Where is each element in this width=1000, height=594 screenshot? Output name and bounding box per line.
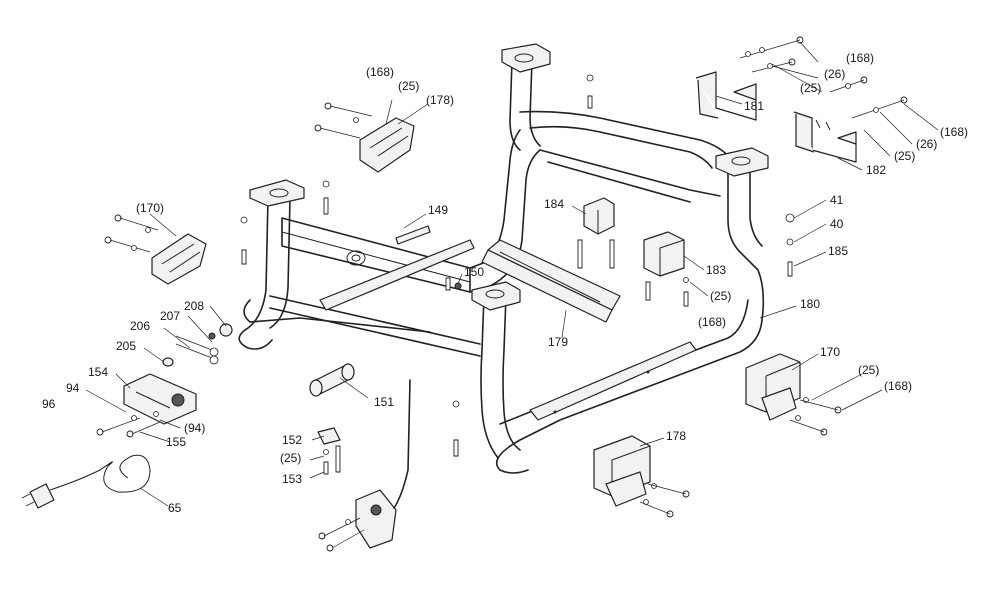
- label-26-182: (26): [916, 137, 937, 151]
- label-153: 153: [282, 472, 302, 486]
- label-40: 40: [830, 217, 844, 231]
- label-182: 182: [866, 163, 886, 177]
- label-26-181: (26): [824, 67, 845, 81]
- part-178-foot: [593, 435, 651, 507]
- part-205-cap: [162, 357, 174, 367]
- label-205: 205: [116, 339, 136, 353]
- frame-top-bracket-front: [471, 281, 521, 311]
- label-170-right: 170: [820, 345, 840, 359]
- label-168-181: (168): [846, 51, 874, 65]
- fasteners: [96, 36, 908, 552]
- label-94: 94: [66, 381, 80, 395]
- label-41: 41: [830, 193, 844, 207]
- label-179: 179: [548, 335, 568, 349]
- label-207: 207: [160, 309, 180, 323]
- part-154-wheel-bracket: [123, 373, 197, 425]
- frame-top-bracket-rear: [501, 43, 551, 73]
- label-206: 206: [130, 319, 150, 333]
- label-155: 155: [166, 435, 186, 449]
- label-178-top: (178): [426, 93, 454, 107]
- label-25-183: (25): [710, 289, 731, 303]
- part-184-bracket: [583, 197, 615, 235]
- label-65: 65: [168, 501, 182, 515]
- part-182-bracket: [793, 111, 857, 163]
- part-152-clip: [317, 427, 341, 445]
- bottom-handle-bracket: [355, 379, 411, 549]
- label-94-paren: (94): [184, 421, 205, 435]
- label-151: 151: [374, 395, 394, 409]
- part-170-upper-foot: [151, 233, 207, 285]
- label-25-182: (25): [894, 149, 915, 163]
- part-178-upper-foot: [359, 117, 415, 173]
- tube-frame: [238, 55, 765, 474]
- label-180: 180: [800, 297, 820, 311]
- label-168-182: (168): [940, 125, 968, 139]
- label-25-top-left: (25): [398, 79, 419, 93]
- label-25-181: (25): [800, 81, 821, 95]
- label-185: 185: [828, 244, 848, 258]
- part-208-nut: [208, 323, 233, 340]
- center-rail-channel: [319, 239, 475, 311]
- part-151-handle: [309, 363, 355, 397]
- label-152: 152: [282, 433, 302, 447]
- label-96: 96: [42, 397, 56, 411]
- frame-top-bracket-left: [249, 179, 305, 207]
- label-168-top-left: (168): [366, 65, 394, 79]
- part-170-foot: [745, 353, 801, 421]
- part-labels: (168) (25) (178) (170) 149 150 184 (168)…: [42, 51, 968, 515]
- label-170-left: (170): [136, 201, 164, 215]
- part-179-channel: [481, 239, 621, 323]
- label-25-152: (25): [280, 451, 301, 465]
- frame-top-bracket-right: [715, 147, 769, 177]
- part-183-block: [643, 231, 685, 277]
- label-25-170: (25): [858, 363, 879, 377]
- label-178-bottom: 178: [666, 429, 686, 443]
- label-149: 149: [428, 203, 448, 217]
- part-65-power-cord: [21, 454, 151, 509]
- part-206-207-wrenches: [175, 335, 219, 365]
- label-181: 181: [744, 99, 764, 113]
- leader-lines: [85, 41, 939, 507]
- label-150: 150: [464, 265, 484, 279]
- label-184: 184: [544, 197, 564, 211]
- label-183: 183: [706, 263, 726, 277]
- label-168-183: (168): [698, 315, 726, 329]
- label-154: 154: [88, 365, 108, 379]
- part-181-bracket: [695, 71, 757, 121]
- label-208: 208: [184, 299, 204, 313]
- label-168-170: (168): [884, 379, 912, 393]
